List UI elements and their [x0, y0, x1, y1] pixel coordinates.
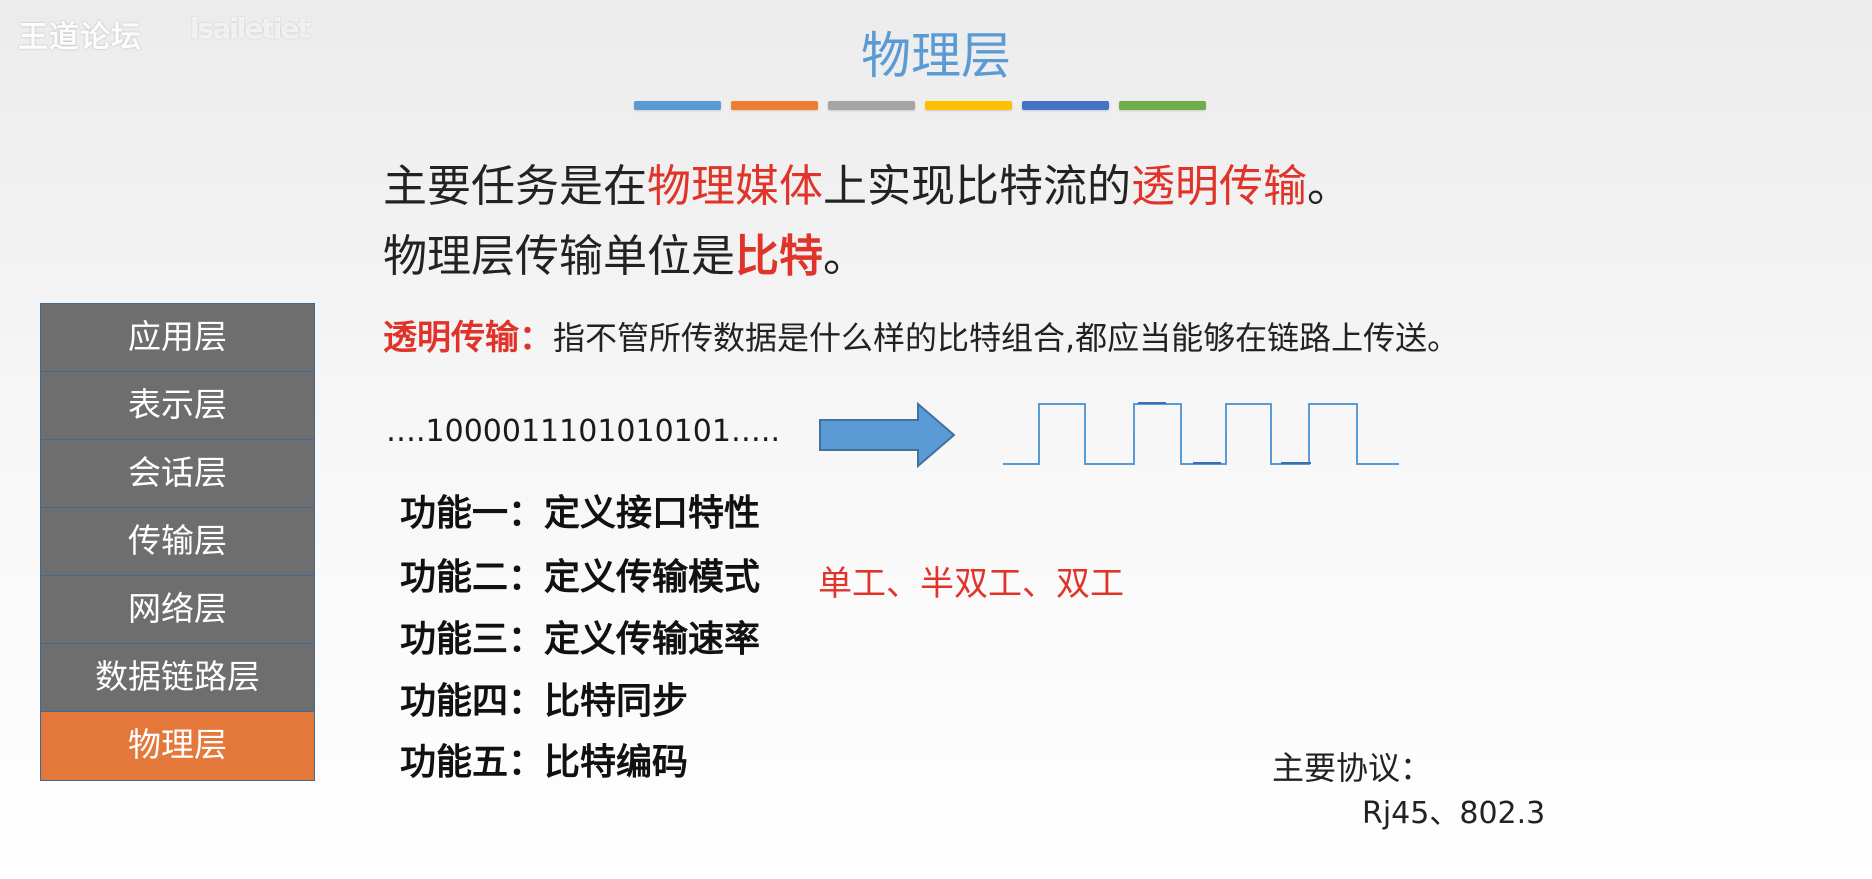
accent-bar: [828, 101, 915, 110]
layer-network: 网络层: [41, 576, 314, 644]
definition: 透明传输：指不管所传数据是什么样的比特组合,都应当能够在链路上传送。: [383, 310, 1459, 359]
watermark-glyphs: lsailetiet: [190, 12, 311, 45]
layer-data-link: 数据链路层: [41, 644, 314, 712]
layer-presentation: 表示层: [41, 372, 314, 440]
layer-physical: 物理层: [41, 712, 314, 780]
square-wave-icon: [1003, 400, 1403, 474]
watermark-logo: 王道论坛: [18, 20, 142, 55]
definition-term: 透明传输：: [383, 318, 553, 358]
accent-bar: [1022, 101, 1109, 110]
layer-session: 会话层: [41, 440, 314, 508]
accent-bar: [1119, 101, 1206, 110]
main-statement-line2: 物理层传输单位是比特。: [383, 220, 867, 284]
definition-text: 指不管所传数据是什么样的比特组合,都应当能够在链路上传送。: [553, 319, 1460, 357]
statement-text: 。: [823, 231, 867, 282]
transmission-modes-note: 单工、半双工、双工: [818, 564, 1124, 604]
statement-highlight: 物理媒体: [647, 161, 823, 212]
function-4: 功能四：比特同步: [400, 681, 689, 722]
accent-bar: [731, 101, 818, 110]
protocols-label: 主要协议：: [1272, 749, 1433, 787]
statement-text: 物理层传输单位是: [383, 231, 735, 282]
layer-application: 应用层: [41, 304, 314, 372]
statement-text: 上实现比特流的: [823, 161, 1131, 212]
function-2: 功能二：定义传输模式: [400, 557, 761, 598]
accent-bar: [925, 101, 1012, 110]
statement-text: 主要任务是在: [383, 161, 647, 212]
layer-transport: 传输层: [41, 508, 314, 576]
statement-highlight: 透明传输: [1131, 161, 1307, 212]
function-1: 功能一：定义接口特性: [400, 493, 761, 534]
function-5: 功能五：比特编码: [400, 742, 689, 783]
accent-bar: [634, 101, 721, 110]
right-arrow-icon: [818, 401, 956, 472]
osi-layer-stack: 应用层 表示层 会话层 传输层 网络层 数据链路层 物理层: [40, 303, 315, 781]
protocols-value: Rj45、802.3: [1362, 796, 1546, 831]
slide-title: 物理层: [861, 27, 1011, 85]
statement-text: 。: [1307, 161, 1351, 212]
bitstream-text: ….1000011101010101…..: [386, 414, 780, 449]
function-3: 功能三：定义传输速率: [400, 619, 761, 660]
main-statement-line1: 主要任务是在物理媒体上实现比特流的透明传输。: [383, 150, 1351, 214]
statement-highlight: 比特: [735, 231, 823, 282]
